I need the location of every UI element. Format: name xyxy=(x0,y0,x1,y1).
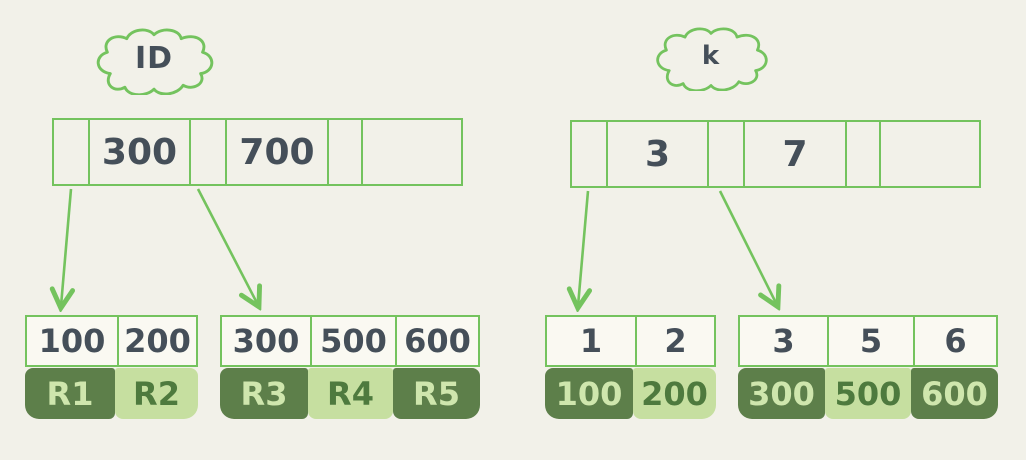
leaf-key-cell: 5 xyxy=(827,317,913,365)
arrow-k-root-to-leaf1[interactable] xyxy=(578,190,588,306)
id-root-node[interactable]: 300 700 xyxy=(52,118,463,186)
arrow-id-root-to-leaf2[interactable] xyxy=(196,188,258,305)
record-block: 500 xyxy=(825,368,911,419)
leaf-record-row: R1 R2 xyxy=(25,368,198,419)
record-block: 100 xyxy=(545,368,633,419)
leaf-key-cell: 1 xyxy=(579,322,603,360)
cloud-icon xyxy=(656,27,768,91)
record-block: 200 xyxy=(633,368,716,419)
leaf-key-cell: 100 xyxy=(38,322,106,360)
id-cloud-label: ID xyxy=(134,40,174,76)
record-block: R5 xyxy=(393,368,480,419)
root-pointer-cell xyxy=(707,122,743,186)
root-pointer-cell xyxy=(54,120,88,184)
root-pointer-cell xyxy=(327,120,361,184)
id-leaf-table-1[interactable]: 100 200 R1 R2 xyxy=(25,315,198,419)
root-key-cell: 700 xyxy=(225,120,327,184)
leaf-key-cell: 2 xyxy=(635,317,714,365)
root-key-cell: 3 xyxy=(606,122,707,186)
leaf-key-row: 300 500 600 xyxy=(220,315,480,367)
record-block: R4 xyxy=(308,368,393,419)
root-pointer-cell xyxy=(189,120,225,184)
arrow-k-root-to-leaf2[interactable] xyxy=(718,190,777,305)
record-block: R1 xyxy=(25,368,115,419)
root-key-cell xyxy=(361,120,461,184)
record-block: 600 xyxy=(911,368,998,419)
root-key-cell xyxy=(879,122,979,186)
k-cloud-label: k xyxy=(701,40,721,71)
root-pointer-cell xyxy=(845,122,879,186)
k-cloud[interactable]: k xyxy=(644,26,778,91)
leaf-key-cell: 3 xyxy=(772,322,795,360)
leaf-key-row: 1 2 xyxy=(545,315,716,367)
record-block: R3 xyxy=(220,368,308,419)
leaf-key-row: 3 5 6 xyxy=(738,315,998,367)
leaf-key-cell: 6 xyxy=(913,317,996,365)
cloud-icon xyxy=(96,28,214,95)
k-root-node[interactable]: 3 7 xyxy=(570,120,981,188)
arrow-id-root-to-leaf1[interactable] xyxy=(61,188,71,306)
leaf-record-row: 100 200 xyxy=(545,368,716,419)
leaf-key-cell: 600 xyxy=(395,317,478,365)
root-pointer-cell xyxy=(572,122,606,186)
leaf-key-row: 100 200 xyxy=(25,315,198,367)
root-key-cell: 7 xyxy=(743,122,845,186)
leaf-record-row: R3 R4 R5 xyxy=(220,368,480,419)
k-leaf-table-1[interactable]: 1 2 100 200 xyxy=(545,315,716,419)
id-cloud[interactable]: ID xyxy=(86,27,222,95)
leaf-key-cell: 200 xyxy=(117,317,196,365)
k-leaf-table-2[interactable]: 3 5 6 300 500 600 xyxy=(738,315,998,419)
record-block: R2 xyxy=(115,368,198,419)
leaf-key-cell: 500 xyxy=(310,317,395,365)
leaf-key-cell: 300 xyxy=(232,322,300,360)
record-block: 300 xyxy=(738,368,825,419)
leaf-record-row: 300 500 600 xyxy=(738,368,998,419)
root-key-cell: 300 xyxy=(88,120,189,184)
id-leaf-table-2[interactable]: 300 500 600 R3 R4 R5 xyxy=(220,315,480,419)
